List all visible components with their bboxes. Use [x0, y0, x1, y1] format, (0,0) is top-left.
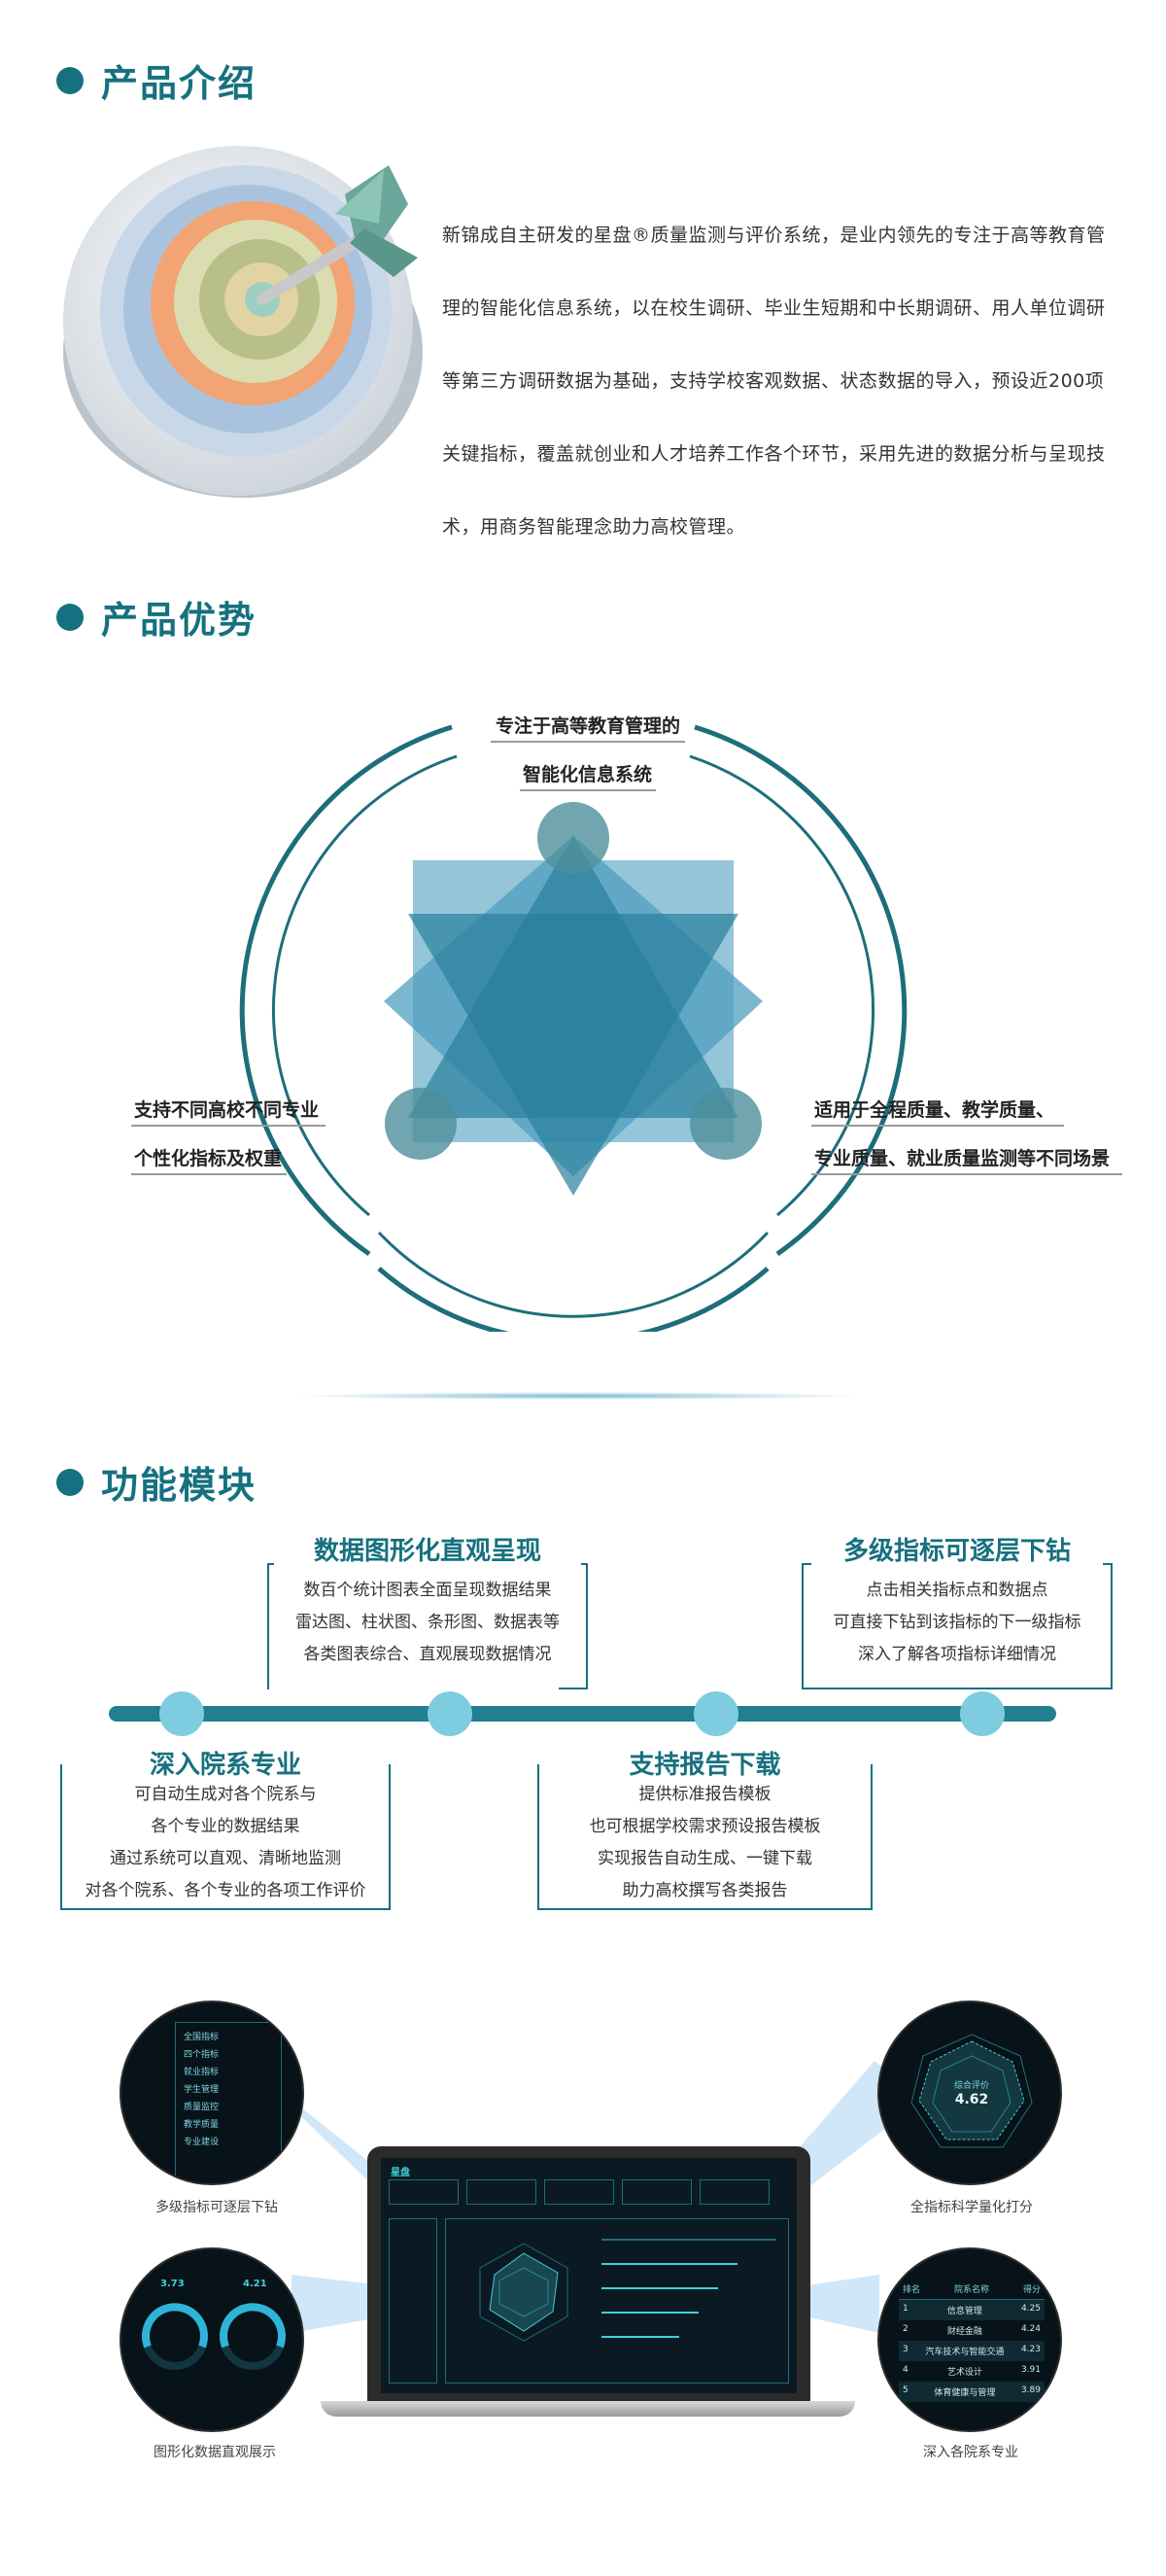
laptop-base — [321, 2401, 855, 2417]
module-card-drilldown: 多级指标可逐层下钻 — [811, 1531, 1103, 1567]
screenshot-circle-scoring: 综合评价 4.62 — [877, 2001, 1062, 2185]
target-dart-illustration — [63, 146, 423, 498]
screenshot-circle-gauges: 3.73 4.21 — [120, 2247, 304, 2432]
divider — [520, 789, 656, 791]
modules-section-title: 功能模块 — [56, 1455, 257, 1509]
menu-panel: 全国指标 四个指标 就业指标 学生管理 质量监控 教学质量 专业建设 — [175, 2022, 282, 2183]
advantage-right-line1: 适用于全程质量、教学质量、 — [814, 1099, 1055, 1121]
timeline-node — [960, 1691, 1005, 1736]
advantage-left-line1: 支持不同高校不同专业 — [134, 1099, 320, 1121]
module-title: 多级指标可逐层下钻 — [842, 1537, 1071, 1566]
laptop-screen: 星盘 — [381, 2158, 797, 2393]
module-desc: 点击相关指标点和数据点 可直接下钻到该指标的下一级指标 深入了解各项指标详细情况 — [833, 1581, 1081, 1664]
advantage-right-line2: 专业质量、就业质量监测等不同场景 — [814, 1148, 1111, 1169]
advantage-top-line1: 专注于高等教育管理的 — [496, 715, 681, 737]
advantage-top-line2: 智能化信息系统 — [523, 764, 653, 785]
intro-section-title: 产品介绍 — [56, 53, 257, 107]
divider — [811, 1173, 1122, 1175]
module-desc: 可自动生成对各个院系与 各个专业的数据结果 通过系统可以直观、清晰地监测 对各个… — [85, 1785, 366, 1900]
advantages-section-title: 产品优势 — [56, 590, 257, 644]
bullet-dot — [56, 66, 84, 94]
module-box-outline — [60, 1764, 391, 1910]
divider — [131, 1173, 287, 1175]
module-box-outline — [537, 1764, 873, 1910]
bullet-dot — [56, 1468, 84, 1496]
divider — [811, 1125, 1064, 1127]
module-desc: 提供标准报告模板 也可根据学校需求预设报告模板 实现报告自动生成、一键下载 助力… — [589, 1785, 821, 1900]
dashboard-sidebar — [389, 2218, 437, 2384]
module-card-report-download: 支持报告下载 — [537, 1745, 873, 1781]
divider — [491, 741, 685, 743]
app-logo: 星盘 — [391, 2168, 410, 2178]
advantage-left-line2: 个性化指标及权重 — [134, 1148, 283, 1169]
module-box-outline — [559, 1563, 588, 1689]
caption-departments: 深入各院系专业 — [923, 2445, 1018, 2460]
timeline-node — [159, 1691, 204, 1736]
screenshot-circle-drilldown: 全国指标 四个指标 就业指标 学生管理 质量监控 教学质量 专业建设 — [120, 2001, 304, 2185]
timeline-bar — [109, 1706, 1056, 1722]
dashboard-kpi-row — [389, 2179, 787, 2209]
timeline-node — [694, 1691, 738, 1736]
module-desc: 数百个统计图表全面呈现数据结果 雷达图、柱状图、条形图、数据表等 各类图表综合、… — [295, 1581, 560, 1664]
module-title: 支持报告下载 — [621, 1751, 789, 1780]
module-card-data-visualization: 数据图形化直观呈现 — [274, 1531, 581, 1567]
advantages-diagram — [239, 724, 908, 1332]
divider — [131, 1125, 326, 1127]
section-divider — [292, 1392, 865, 1400]
caption-scoring: 全指标科学量化打分 — [910, 2200, 1033, 2215]
module-title: 数据图形化直观呈现 — [313, 1537, 541, 1566]
radar-chart-icon — [910, 2034, 1033, 2148]
dashboard-main-panel — [445, 2218, 789, 2384]
table-header: 排名院系名称得分 — [899, 2279, 1045, 2300]
caption-gauges: 图形化数据直观展示 — [154, 2445, 276, 2460]
module-title: 深入院系专业 — [141, 1751, 309, 1780]
bullet-dot — [56, 603, 84, 631]
timeline-node — [428, 1691, 472, 1736]
caption-drilldown: 多级指标可逐层下钻 — [155, 2200, 278, 2215]
radar-chart-thumbnail — [479, 2243, 568, 2342]
intro-paragraph: 新锦成自主研发的星盘®质量监测与评价系统，是业内领先的专注于高等教育管理的智能化… — [442, 225, 1106, 538]
module-card-departments: 深入院系专业 — [60, 1745, 391, 1781]
gauge-charts-icon — [142, 2303, 286, 2370]
